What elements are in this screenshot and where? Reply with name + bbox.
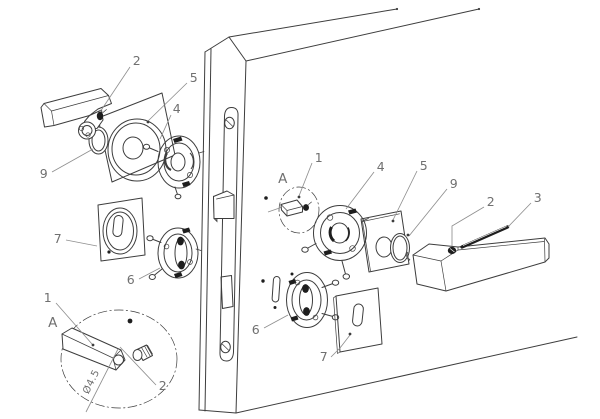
deadbolt-cutout — [220, 275, 234, 309]
mortise-faceplate — [213, 107, 239, 362]
ring6-screw — [321, 279, 340, 288]
callout-leader-right-7 — [330, 334, 351, 358]
faceplate-screw-top — [224, 116, 235, 130]
right-grub-screw — [447, 246, 457, 255]
callout-label-left-5: 5 — [190, 70, 198, 85]
callout-leader-detail-2 — [119, 346, 157, 386]
callout-leader-left-2 — [99, 66, 131, 113]
ring4-screw — [301, 243, 317, 253]
callout-label-right-3: 3 — [534, 190, 542, 205]
detail-view-circle-left — [60, 309, 178, 413]
faceplate-screw-bottom — [220, 340, 231, 354]
callout-leader-dot — [297, 195, 301, 199]
clip-tick — [477, 7, 481, 11]
callout-leader-right-3 — [507, 202, 532, 228]
callout-leader-left-6 — [138, 267, 161, 280]
callout-leader-right-4 — [345, 171, 375, 210]
callout-leader-dot — [91, 343, 95, 347]
latch-bolt — [213, 190, 235, 223]
callout-label-right-2: 2 — [487, 194, 495, 209]
callout-leader-right-5 — [392, 170, 418, 221]
callout-leader-dot — [348, 332, 352, 336]
callout-label-detail-1: 1 — [44, 290, 52, 305]
callout-label-right-9: 9 — [450, 176, 458, 191]
clip-tick — [395, 7, 399, 11]
callout-label-left-4: 4 — [173, 101, 181, 116]
right-lever-handle — [406, 237, 550, 292]
left-escutcheon-plate — [97, 197, 146, 262]
detail-grub-screw — [132, 344, 153, 361]
left-mounting-ring-6 — [146, 227, 202, 280]
detail-spindle — [61, 327, 126, 371]
right-o-ring — [390, 233, 410, 263]
callout-label-right-a: A — [278, 171, 288, 187]
callout-leader-right-6 — [263, 314, 289, 329]
ring6-screw — [146, 235, 162, 243]
ring4-screw — [142, 143, 159, 152]
callout-leader-dot — [146, 120, 150, 124]
left-mounting-ring-4 — [142, 135, 205, 200]
callout-label-left-6: 6 — [127, 272, 135, 287]
callout-label-right-6: 6 — [252, 322, 260, 337]
right-spring-pin — [460, 225, 510, 249]
ring6-screw — [148, 268, 163, 280]
detail-view-circle-right — [264, 186, 320, 234]
callout-label-left-2: 2 — [133, 53, 141, 68]
callout-leader-dot — [391, 219, 395, 223]
callout-label-right-4: 4 — [377, 159, 385, 174]
callout-label-right-7: 7 — [320, 349, 328, 364]
callout-leader-dot — [406, 233, 410, 237]
callout-leader-right-2 — [451, 206, 485, 246]
dimension-label: Ø4.5 — [80, 367, 102, 395]
callout-leader-left-4 — [159, 114, 172, 140]
ring4-screw — [341, 260, 350, 280]
right-spindle — [280, 199, 312, 217]
callout-label-right-5: 5 — [420, 158, 428, 173]
right-mounting-ring-6 — [286, 272, 340, 328]
callout-label-left-9: 9 — [40, 166, 48, 181]
right-mounting-ring-4 — [301, 205, 369, 280]
callout-leader-detail-1 — [55, 302, 93, 345]
door-panel — [198, 7, 578, 414]
dimension-text: Ø4.5 — [80, 367, 102, 395]
right-escutcheon-plate — [333, 287, 383, 354]
callout-label-detail-a: A — [48, 315, 58, 331]
dimension-line — [85, 348, 119, 413]
callout-leader-left-9 — [51, 148, 94, 173]
callout-leader-right-1 — [298, 162, 313, 197]
callout-leader-left-5 — [147, 82, 188, 122]
callout-leader-right-9 — [408, 188, 448, 237]
ring4-screw — [174, 186, 182, 200]
right-follower-pin — [261, 272, 294, 309]
callout-label-detail-2: 2 — [159, 378, 167, 393]
callout-leader-left-7 — [65, 239, 98, 247]
callout-label-left-7: 7 — [54, 231, 62, 246]
ring6-screw — [321, 313, 340, 321]
callout-label-right-1: 1 — [315, 150, 323, 165]
left-handle-grub-screw — [96, 109, 107, 121]
